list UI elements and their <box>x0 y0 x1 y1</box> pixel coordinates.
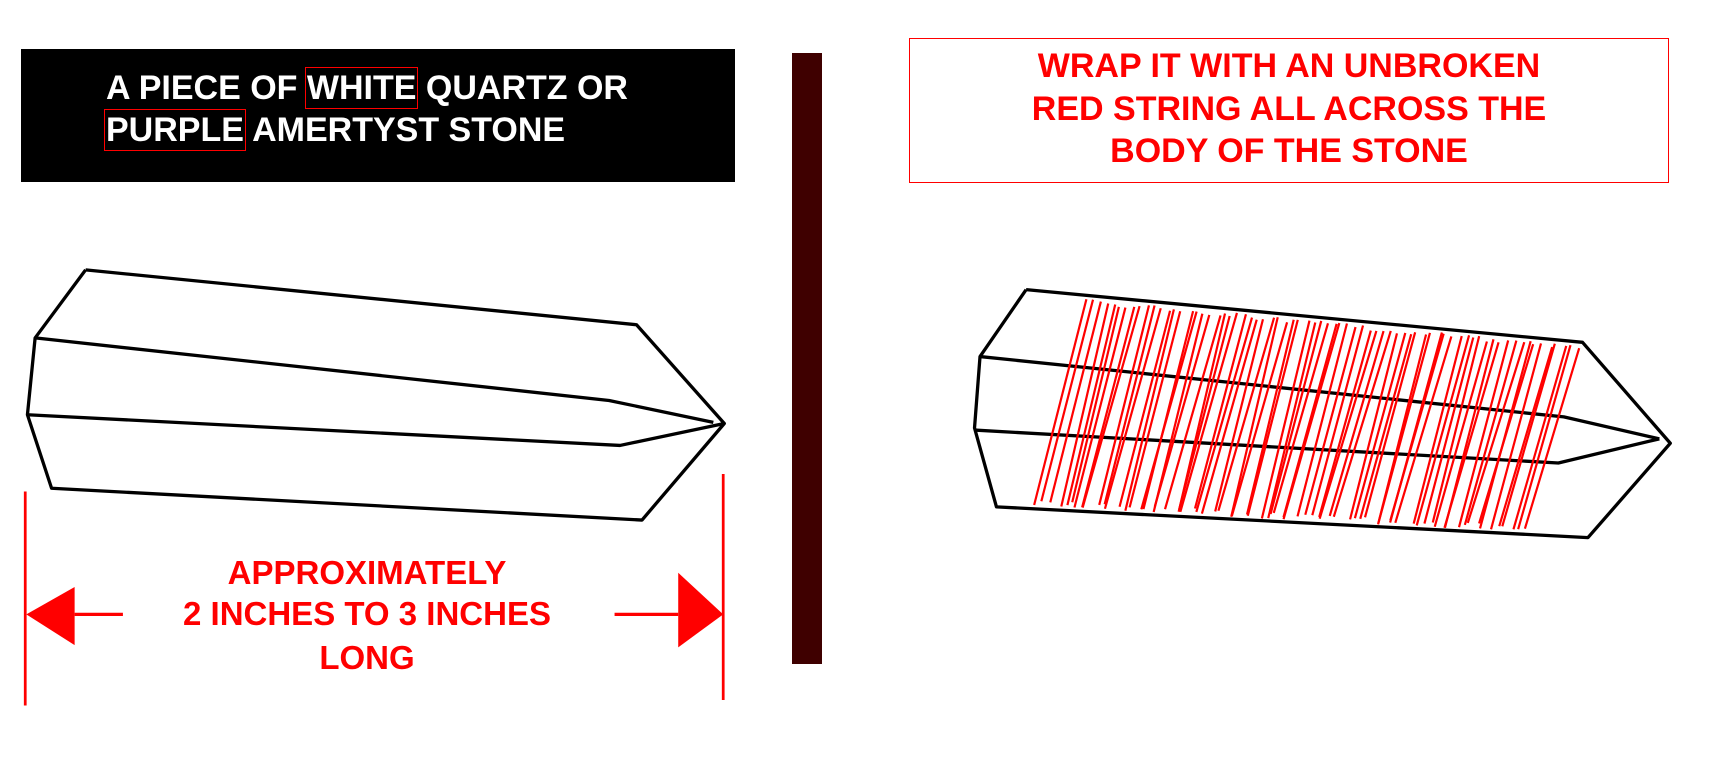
stone-outline <box>25 268 726 522</box>
red-string-strand <box>1103 307 1162 510</box>
red-string-strand <box>1230 321 1289 517</box>
red-string-strand <box>1098 305 1151 506</box>
red-string-strand <box>1443 342 1500 529</box>
red-string-strand <box>1512 345 1568 530</box>
red-string-strand <box>1195 317 1254 513</box>
red-string-strand <box>1332 330 1392 518</box>
red-string-strand <box>1163 315 1222 510</box>
red-string-strand <box>1033 299 1088 506</box>
red-string-wrapping <box>1033 299 1581 530</box>
red-string-strand <box>1415 335 1471 526</box>
stone-facet-upper <box>979 354 1660 441</box>
red-string-strand <box>1377 332 1432 525</box>
red-string-strand <box>1463 340 1518 526</box>
highlight-white: WHITE <box>304 67 419 109</box>
red-string-strand <box>1348 333 1399 520</box>
stone-facet-lower <box>27 413 725 448</box>
vertical-divider <box>792 53 822 664</box>
red-string-strand <box>1081 306 1136 508</box>
red-string-strand <box>1040 299 1095 502</box>
left-arrowhead-icon <box>26 586 75 646</box>
red-string-strand <box>1282 322 1341 520</box>
red-string-strand <box>1179 312 1238 513</box>
dimension-label-line-3: LONG <box>319 639 415 676</box>
red-string-strand <box>1081 305 1141 508</box>
wrapped-stone-drawing <box>972 288 1672 540</box>
red-string-strand <box>1318 330 1378 520</box>
plain-stone-drawing <box>25 268 726 522</box>
red-string-strand <box>1431 335 1481 523</box>
title-text: A PIECE OF <box>106 69 298 107</box>
dimension-label-line-1: APPROXIMATELY <box>227 554 507 591</box>
red-string-strand <box>1269 320 1323 515</box>
red-string-strand <box>1478 343 1535 524</box>
instruction-line-3: BODY OF THE STONE <box>1110 132 1468 170</box>
red-string-strand <box>1060 303 1110 507</box>
red-string-strand <box>1153 314 1211 507</box>
stone-facet-lower <box>974 428 1660 465</box>
red-string-strand <box>1118 310 1172 508</box>
red-string-strand <box>1073 307 1127 508</box>
red-string-strand <box>1193 313 1247 509</box>
red-string-strand <box>1466 341 1526 524</box>
red-string-strand <box>1412 335 1463 524</box>
dimension-markers <box>23 473 725 706</box>
right-arrowhead-icon <box>678 572 724 648</box>
red-string-strand <box>1200 319 1258 514</box>
red-string-strand <box>1318 330 1372 518</box>
red-string-strand <box>1071 306 1120 503</box>
red-string-strand <box>1296 323 1349 517</box>
red-string-strand <box>1311 325 1365 516</box>
red-string-strand <box>1103 305 1156 505</box>
red-string-strand <box>1272 323 1330 514</box>
red-string-strand <box>1423 337 1475 524</box>
red-string-strand <box>1128 310 1182 508</box>
instruction-line-1: WRAP IT WITH AN UNBROKEN <box>1037 47 1541 85</box>
instruction-line-2: RED STRING ALL ACROSS THE <box>1031 90 1547 128</box>
red-string-strand <box>1245 319 1295 515</box>
red-string-strand <box>1230 316 1279 517</box>
red-string-strand <box>1178 315 1231 510</box>
material-title-box: A PIECE OF WHITE QUARTZ OR PURPLE AMERTY… <box>21 49 735 182</box>
red-string-strand <box>1353 332 1407 519</box>
red-string-strand <box>1217 317 1276 512</box>
red-string-strand <box>1359 333 1413 520</box>
red-string-strand <box>1363 332 1417 518</box>
red-string-strand <box>1523 347 1581 529</box>
red-string-strand <box>1267 322 1317 519</box>
instruction-box: WRAP IT WITH AN UNBROKEN RED STRING ALL … <box>909 38 1669 183</box>
stone-outline <box>972 288 1672 540</box>
red-string-strand <box>1433 341 1488 528</box>
red-string-strand <box>1304 326 1357 516</box>
stone-facet-upper <box>34 336 714 425</box>
red-string-strand <box>1049 301 1102 503</box>
dimension-label-line-2: 2 INCHES TO 3 INCHES <box>183 595 551 632</box>
red-string-strand <box>1066 304 1117 506</box>
title-text: QUARTZ OR <box>425 69 628 107</box>
red-string-strand <box>1498 346 1554 527</box>
highlight-purple: PURPLE <box>104 109 246 151</box>
red-string-strand <box>1389 333 1445 521</box>
red-string-strand <box>1489 343 1543 530</box>
red-string-strand <box>1457 340 1510 528</box>
title-line-2: PURPLE AMERTYST STONE <box>104 109 566 151</box>
red-string-strand <box>1140 311 1198 510</box>
red-string-strand <box>1246 319 1299 517</box>
red-string-strand <box>1501 343 1556 527</box>
stone-outline-group <box>972 288 1672 540</box>
red-string-strand <box>1517 344 1572 530</box>
red-string-strand <box>1214 318 1265 512</box>
red-string-strand <box>1124 309 1175 512</box>
title-line-1: A PIECE OF WHITE QUARTZ OR <box>106 67 628 109</box>
red-string-strand <box>1328 330 1385 517</box>
red-string-strand <box>1260 320 1311 519</box>
red-string-strand <box>1394 336 1453 524</box>
title-text: AMERTYST STONE <box>252 111 566 149</box>
